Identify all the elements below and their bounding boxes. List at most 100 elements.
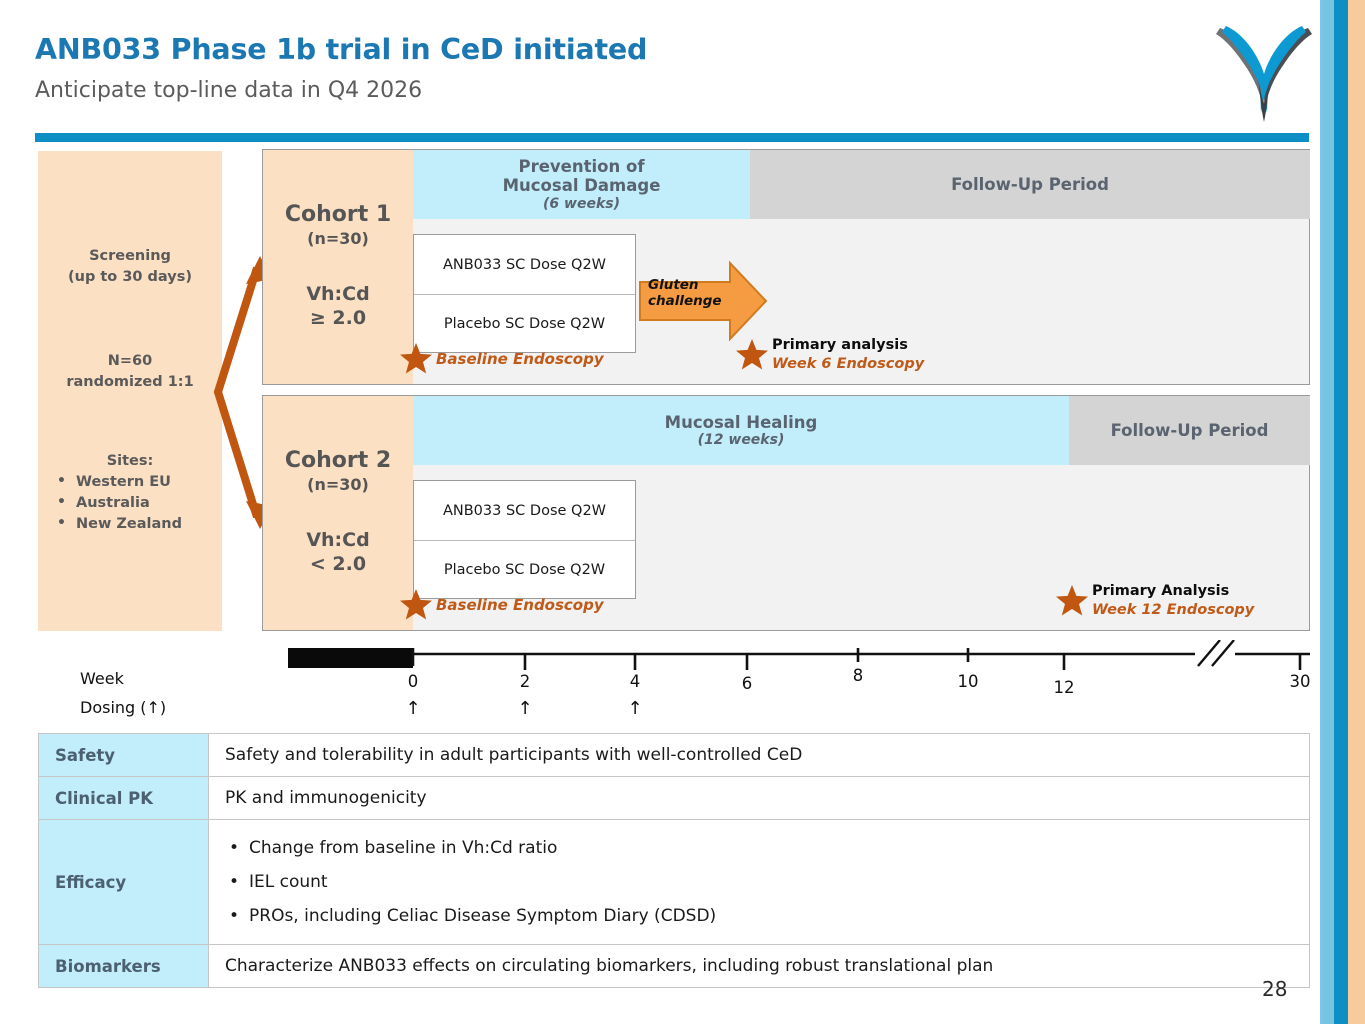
cohort-1-phase-title-line1: Prevention of [518,156,645,176]
cohort-2-baseline-label: Baseline Endoscopy [436,595,604,614]
cohort-1-arm-placebo: Placebo SC Dose Q2W [414,294,635,353]
star-icon [400,343,432,374]
cohort-2-primary-line1: Primary Analysis [1092,583,1230,599]
cohort-1-treatment-arms: ANB033 SC Dose Q2W Placebo SC Dose Q2W [413,234,636,353]
cohort-1-followup-phase-band: Follow-Up Period [750,150,1310,219]
edge-accent-bar-peach [1348,0,1365,1024]
gluten-challenge-line2: challenge [648,293,722,310]
slide-subtitle: Anticipate top-line data in Q4 2026 [35,78,423,103]
tick-label-week-30: 30 [1289,672,1311,691]
slide-title: ANB033 Phase 1b trial in CeD initiated [35,33,648,66]
list-item: Australia [48,492,222,514]
table-row: Safety Safety and tolerability in adult … [38,733,1310,777]
antibody-y-logo-icon [1216,26,1312,122]
cohort-1-baseline-endoscopy-marker: Baseline Endoscopy [399,342,604,375]
cohort-2-phase-duration: (12 weeks) [697,431,785,448]
gluten-challenge-arrow-icon [639,260,768,342]
cohort-1-primary-line2: Week 6 Endoscopy [772,356,925,373]
objective-label-clinical-pk: Clinical PK [38,776,209,820]
efficacy-endpoint-list: Change from baseline in Vh:Cd ratio IEL … [225,831,1309,933]
gluten-challenge-label: Gluten challenge [648,277,728,309]
timeline-dosing-label: Dosing (↑) [80,698,167,717]
cohort-2-arm-active: ANB033 SC Dose Q2W [442,502,607,519]
cohort-2-vhcd-value: < 2.0 [309,552,367,575]
cohort-2-followup-phase-band: Follow-Up Period [1069,396,1310,465]
sites-label: Sites: [106,453,154,469]
screening-panel: Screening (up to 30 days) N=60 randomize… [38,151,222,631]
cohort-2-arm-placebo: Placebo SC Dose Q2W [414,540,635,599]
tick-label-week-8: 8 [852,666,864,685]
table-row: Biomarkers Characterize ANB033 effects o… [38,944,1310,988]
screening-title-line2: (up to 30 days) [68,269,192,286]
edge-accent-bar-strong [1334,0,1348,1024]
cohort-2-primary-label: Primary Analysis Week 12 Endoscopy [1092,581,1254,619]
edge-accent-bar-mid [1323,0,1334,1024]
objective-value-safety: Safety and tolerability in adult partici… [208,733,1310,777]
cohort-1-primary-label: Primary analysis Week 6 Endoscopy [772,335,924,373]
cohort-2-phase-title-line1: Mucosal Healing [664,412,818,432]
cohort-2-vhcd-label: Vh:Cd [306,529,370,551]
star-icon [736,338,768,370]
dosing-arrow-week-4: ↑ [627,698,643,719]
cohort-2-size: (n=30) [307,475,369,494]
list-item: IEL count [225,865,1309,899]
list-item: Change from baseline in Vh:Cd ratio [225,831,1309,865]
cohort-1-primary-line1: Primary analysis [772,337,908,353]
star-icon [1056,584,1088,616]
study-objectives-table: Safety Safety and tolerability in adult … [38,733,1310,988]
cohort-2-primary-analysis-marker: Primary Analysis Week 12 Endoscopy [1055,581,1254,619]
cohort-1-primary-analysis-marker: Primary analysis Week 6 Endoscopy [735,335,924,373]
tick-label-week-4: 4 [629,672,641,691]
cohort-1-arm-active: ANB033 SC Dose Q2W [442,256,607,273]
star-icon [400,589,432,620]
objective-value-biomarkers: Characterize ANB033 effects on circulati… [208,944,1310,988]
screening-title-line1: Screening [89,248,171,264]
sites-list: Western EU Australia New Zealand [38,471,222,535]
tick-label-week-10: 10 [957,672,979,691]
cohort-1-vhcd-label: Vh:Cd [306,283,370,305]
tick-label-week-2: 2 [519,672,531,691]
cohort-1-treatment-phase-band: Prevention of Mucosal Damage (6 weeks) [413,150,750,219]
cohort-2-panel: Cohort 2 (n=30) Vh:Cd < 2.0 Mucosal Heal… [262,395,1310,631]
cohort-1-label-column: Cohort 1 (n=30) Vh:Cd ≥ 2.0 [263,150,413,384]
cohort-1-name: Cohort 1 [284,202,392,227]
dosing-arrow-week-2: ↑ [517,698,533,719]
study-timeline: Week Dosing (↑) 0 2 4 6 8 10 12 30 ↑ ↑ ↑ [35,640,1315,720]
cohort-1-vhcd-criteria: Vh:Cd ≥ 2.0 [263,283,413,331]
cohort-1-phase-title-line2: Mucosal Damage [502,176,661,196]
gluten-challenge-line1: Gluten [648,277,699,293]
cohort-2-vhcd-criteria: Vh:Cd < 2.0 [263,529,413,577]
header-divider-rule [35,133,1309,142]
table-row: Clinical PK PK and immunogenicity [38,776,1310,820]
tick-label-week-12: 12 [1053,678,1075,697]
screening-n-line2: randomized 1:1 [66,374,194,391]
cohort-1-panel: Cohort 1 (n=30) Vh:Cd ≥ 2.0 Prevention o… [262,149,1310,385]
tick-label-week-6: 6 [741,674,753,693]
screening-randomization-block: N=60 randomized 1:1 [38,351,222,393]
cohort-1-heading: Cohort 1 (n=30) [263,202,413,248]
cohort-2-name: Cohort 2 [284,448,392,473]
page-number: 28 [1262,977,1288,1001]
cohort-2-primary-line2: Week 12 Endoscopy [1092,602,1255,619]
objective-value-efficacy: Change from baseline in Vh:Cd ratio IEL … [208,819,1310,945]
tick-label-week-0: 0 [407,672,419,691]
cohort-1-size: (n=30) [307,229,369,248]
timeline-week-label: Week [80,669,124,688]
cohort-2-treatment-arms: ANB033 SC Dose Q2W Placebo SC Dose Q2W [413,480,636,599]
cohort-2-label-column: Cohort 2 (n=30) Vh:Cd < 2.0 [263,396,413,630]
cohort-1-vhcd-value: ≥ 2.0 [309,306,367,329]
list-item: PROs, including Celiac Disease Symptom D… [225,899,1309,933]
cohort-2-baseline-endoscopy-marker: Baseline Endoscopy [399,588,604,621]
screening-title-block: Screening (up to 30 days) [38,246,222,288]
cohort-1-baseline-label: Baseline Endoscopy [436,349,604,368]
screening-sites-block: Sites: Western EU Australia New Zealand [38,451,222,535]
list-item: Western EU [48,471,222,493]
timeline-axis-icon [288,640,1310,670]
cohort-2-heading: Cohort 2 (n=30) [263,448,413,494]
objective-label-biomarkers: Biomarkers [38,944,209,988]
objective-label-safety: Safety [38,733,209,777]
cohort-2-followup-title: Follow-Up Period [1110,420,1269,440]
cohort-1-phase-duration: (6 weeks) [543,195,620,212]
objective-label-efficacy: Efficacy [38,819,209,945]
